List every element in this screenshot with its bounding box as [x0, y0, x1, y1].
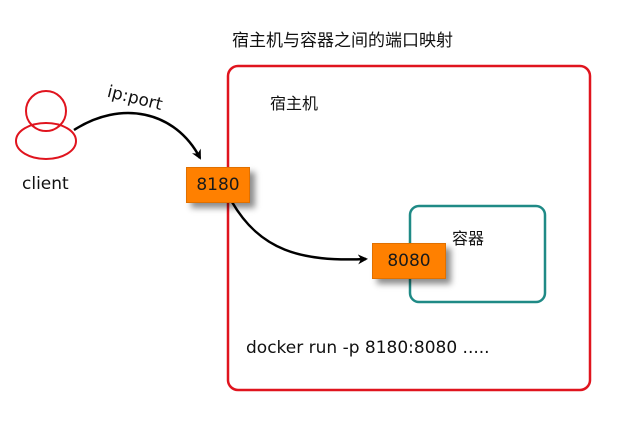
host-label: 宿主机	[270, 94, 319, 113]
host-box	[226, 64, 592, 392]
client-label: client	[22, 174, 69, 194]
docker-command: docker run -p 8180:8080 .....	[246, 338, 490, 358]
client-to-host-arrow	[73, 111, 202, 160]
host-port-box: 8180	[186, 167, 250, 203]
container-label: 容器	[452, 229, 485, 248]
user-icon	[15, 90, 77, 160]
container-port-box: 8080	[372, 243, 446, 279]
host-to-container-arrow	[230, 201, 368, 265]
diagram-title: 宿主机与容器之间的端口映射	[232, 31, 453, 51]
